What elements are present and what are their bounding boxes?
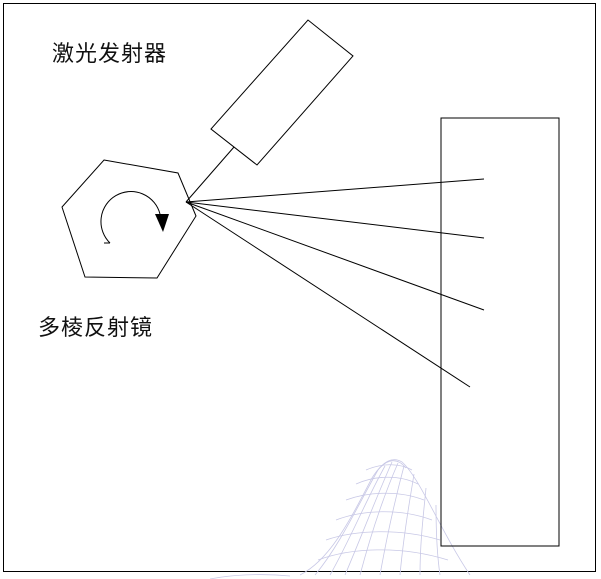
polygon-mirror-label: 多棱反射镜 [38, 316, 154, 341]
incident-laser-beam [185, 146, 235, 203]
rotation-arrow-icon [100, 191, 169, 244]
laser-emitter-body [210, 19, 354, 166]
polygon-mirror-hexagon [61, 159, 197, 279]
projection-screen [440, 117, 560, 547]
reflected-beam-3 [185, 201, 485, 311]
mesh-surface [209, 459, 471, 579]
reflected-beam-1 [185, 178, 485, 203]
reflected-beams [185, 178, 485, 388]
laser-emitter-label: 激光发射器 [52, 42, 168, 67]
diagram-frame [3, 3, 596, 572]
reflected-beam-2 [185, 201, 485, 239]
reflected-beam-4 [185, 201, 471, 388]
